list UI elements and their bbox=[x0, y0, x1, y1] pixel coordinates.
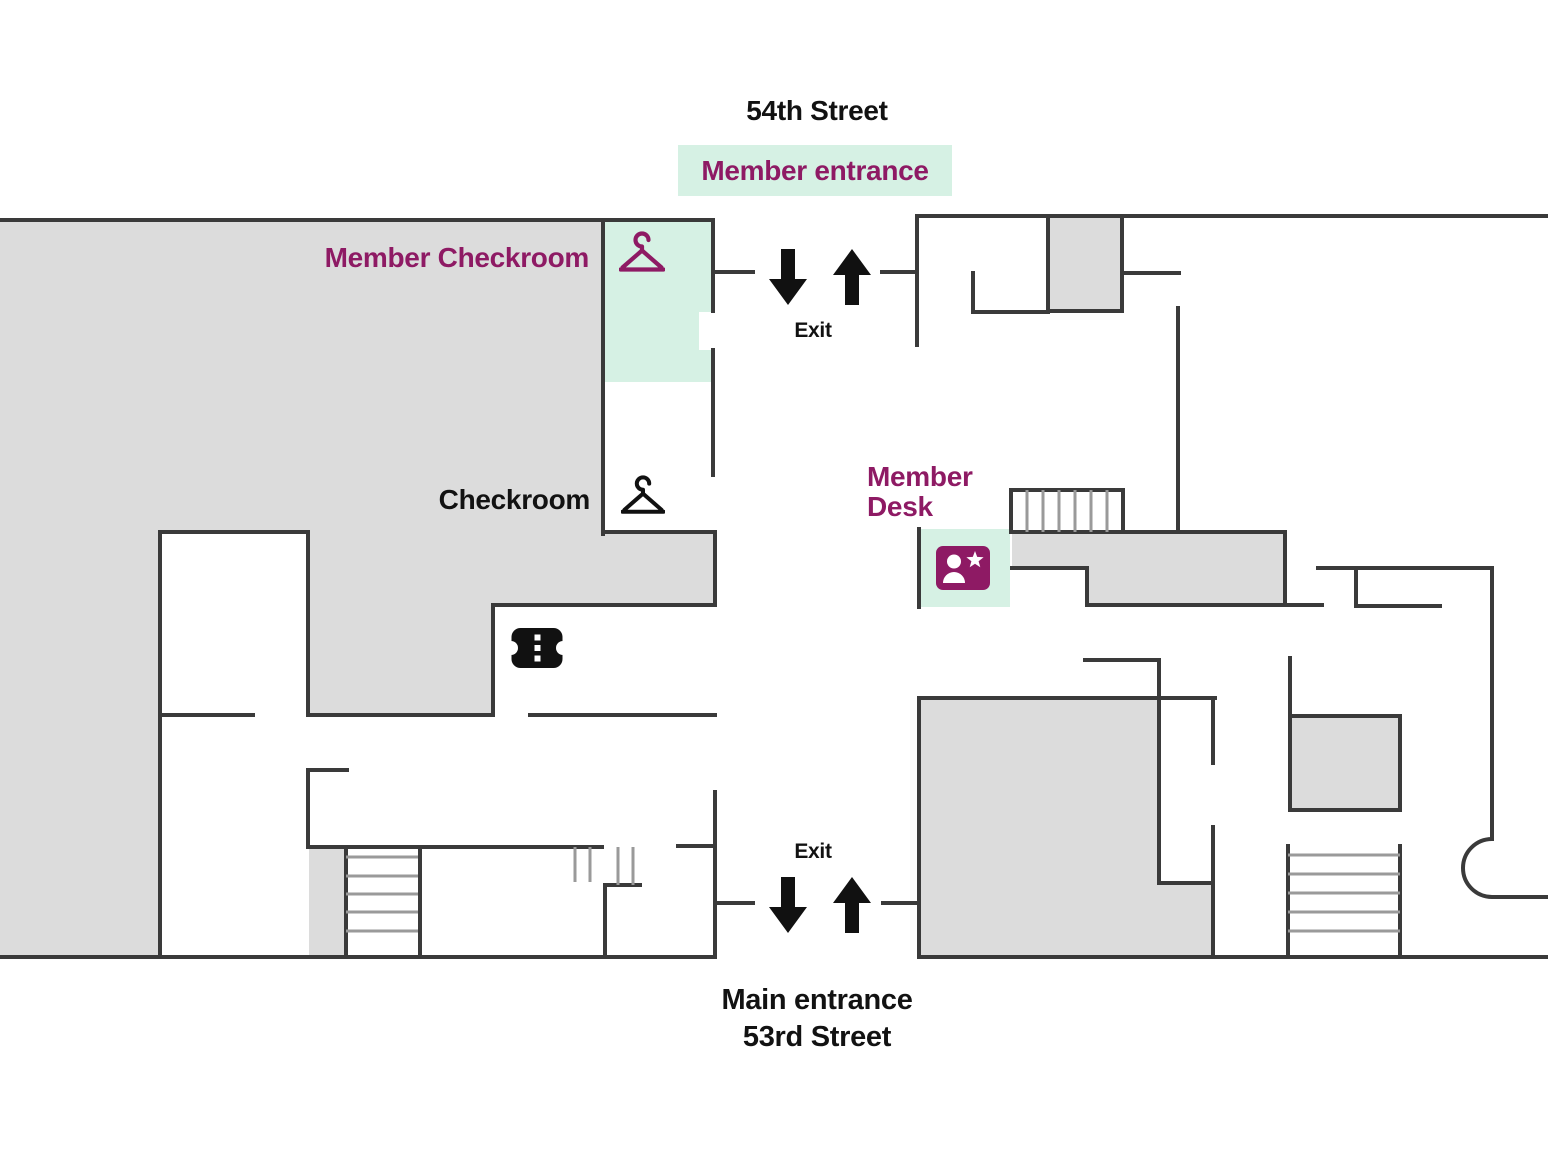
main-entrance-label: Main entrance bbox=[721, 984, 913, 1016]
up-arrow-icon bbox=[833, 877, 871, 933]
room-shade-right-notch bbox=[1159, 883, 1213, 957]
room-shade-center-band bbox=[310, 534, 715, 605]
exit-bottom-label: Exit bbox=[794, 840, 832, 863]
street-label-53rd: 53rd Street bbox=[742, 1021, 892, 1053]
left-building-walls bbox=[0, 218, 919, 959]
stair-treads bbox=[346, 490, 1400, 933]
member-desk-badge-icon bbox=[936, 546, 990, 590]
up-arrow-icon bbox=[833, 249, 871, 305]
member-checkroom-area bbox=[605, 220, 713, 382]
checkroom-label: Checkroom bbox=[438, 484, 591, 515]
exit-top-arrows bbox=[769, 249, 871, 305]
exit-top-label: Exit bbox=[794, 319, 832, 342]
desk-counter-upper bbox=[1012, 532, 1285, 568]
member-checkroom-label: Member Checkroom bbox=[324, 242, 590, 273]
down-arrow-icon bbox=[769, 249, 807, 305]
member-entrance-label: Member entrance bbox=[701, 154, 929, 186]
room-shade-top-right-block bbox=[1048, 216, 1122, 311]
room-shade-right-small bbox=[1290, 716, 1400, 810]
ticket-turnstile-icon bbox=[510, 628, 564, 668]
room-shade-right-main bbox=[919, 698, 1159, 957]
ramp-wall bbox=[1461, 566, 1548, 899]
member-desk-label: Member Desk bbox=[867, 461, 973, 522]
coat-hanger-icon bbox=[621, 475, 665, 514]
coat-hanger-icon-member bbox=[619, 231, 665, 272]
door-opening bbox=[699, 312, 713, 350]
desk-counter-lower bbox=[1087, 568, 1285, 605]
stair-landing-left bbox=[309, 847, 346, 957]
exit-bottom-arrows bbox=[769, 877, 871, 933]
room-shade-center-lower bbox=[310, 605, 493, 715]
down-arrow-icon bbox=[769, 877, 807, 933]
room-shade-left-column bbox=[0, 534, 160, 957]
right-building-walls bbox=[915, 214, 1548, 959]
member-entrance-badge: Member entrance bbox=[678, 145, 952, 196]
room-shade-left-main bbox=[0, 220, 605, 534]
street-label-54th: 54th Street bbox=[746, 95, 888, 126]
